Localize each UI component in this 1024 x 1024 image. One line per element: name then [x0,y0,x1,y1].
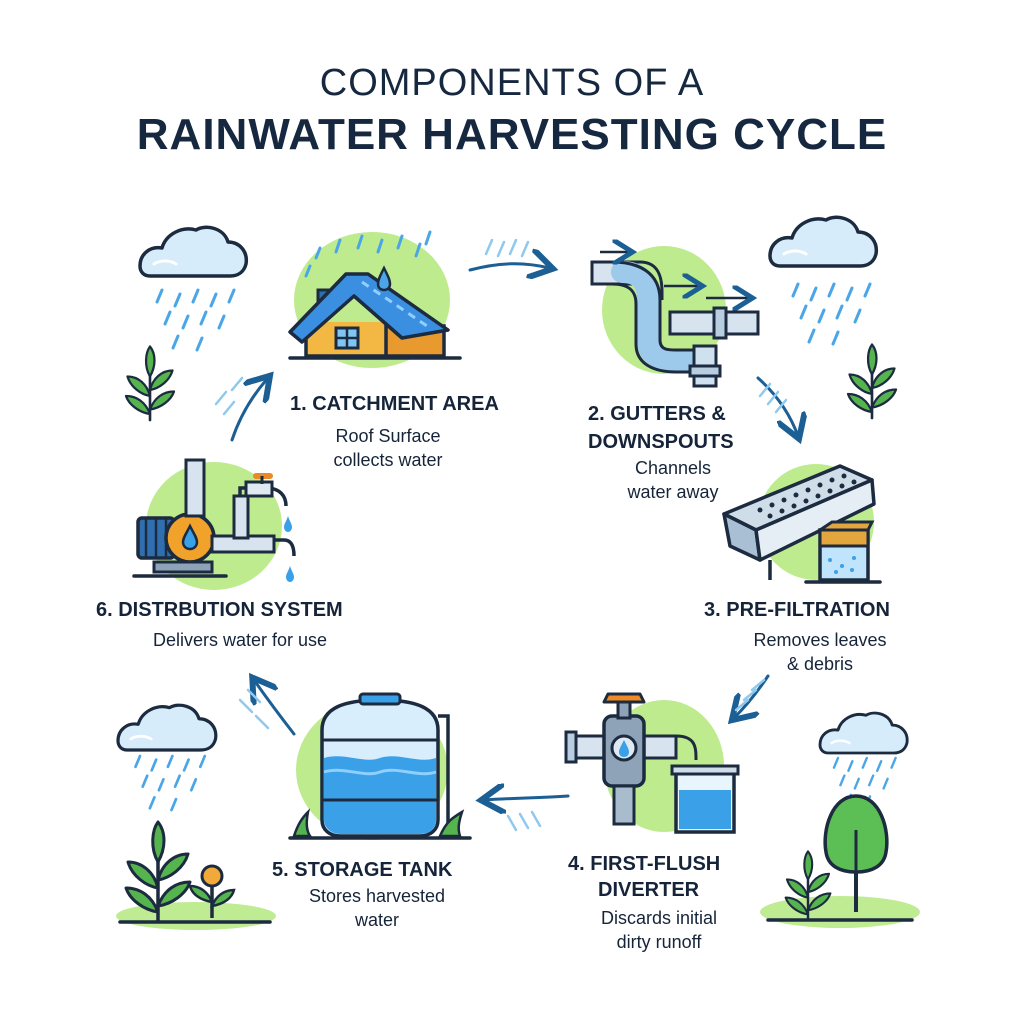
step-2-desc-line-2: water away [627,482,719,502]
step-4-title-line-1: 4. FIRST-FLUSH [568,853,721,875]
cycle-arrow [484,796,570,800]
title-line-2: RAINWATER HARVESTING CYCLE [136,110,888,159]
title-line-1: COMPONENTS OF A [319,62,705,104]
plant-icon [116,820,276,930]
gutter-pipe-icon [590,246,760,388]
pump-faucet-icon [132,458,296,590]
cloud-rain-icon [138,225,249,352]
plant-icon [846,343,898,420]
cloud-rain-icon [818,711,909,808]
cycle-arrow [756,376,798,436]
filter-gutter-icon [722,464,882,584]
step-1-desc-line-1: Roof Surface [335,426,441,446]
motion-streaks [214,238,788,832]
house-roof-icon [288,230,462,368]
cycle-arrow [468,264,550,270]
step-5-desc-line-1: Stores harvested [308,886,446,906]
step-2-title-line-1: 2. GUTTERS & [588,403,726,425]
step-1-title: 1. CATCHMENT AREA [290,393,499,415]
step-2-desc-line-1: Channels [634,458,712,478]
step-2-title-line-2: DOWNSPOUTS [588,431,734,453]
step-4-desc-line-1: Discards initial [600,908,718,928]
step-6-title: 6. DISTRBUTION SYSTEM [96,599,343,621]
tree-icon [760,794,920,928]
cycle-arrow [254,680,296,736]
step-3-desc-line-1: Removes leaves [753,630,887,650]
cloud-rain-icon [116,703,218,812]
step-4-title-line-2: DIVERTER [598,879,700,901]
step-3-title: 3. PRE-FILTRATION [704,599,890,621]
cycle-arrow [230,378,268,442]
step-6-desc-line-1: Delivers water for use [152,630,328,650]
step-3-desc-line-2: & debris [786,654,854,674]
plant-icon [124,345,176,422]
step-1-desc-line-2: collects water [333,450,443,470]
step-4-desc-line-2: dirty runoff [616,932,702,952]
step-5-title: 5. STORAGE TANK [272,859,453,881]
cloud-rain-icon [768,215,879,346]
storage-tank-icon [288,692,472,840]
diverter-valve-icon [564,692,740,834]
step-5-desc-line-2: water [354,910,399,930]
